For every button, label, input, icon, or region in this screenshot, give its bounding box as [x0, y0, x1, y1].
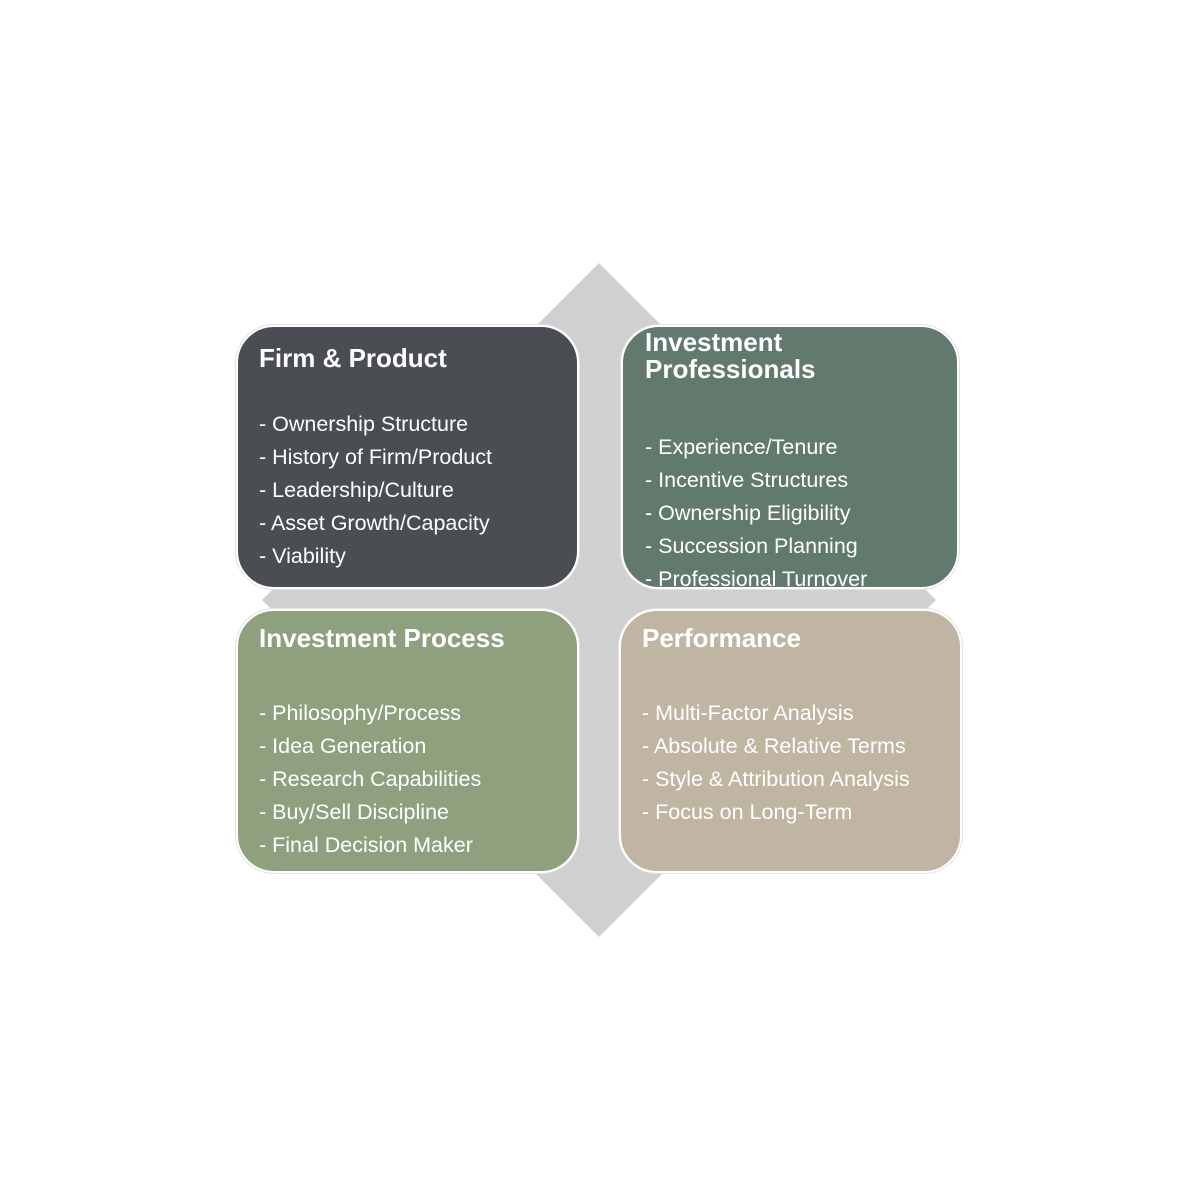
list-item: - Absolute & Relative Terms — [642, 734, 906, 758]
investment-professionals-box: Investment Professionals - Experience/Te… — [621, 325, 959, 591]
firm-product-list: - Ownership Structure - History of Firm/… — [259, 408, 577, 573]
list-item: - Ownership Eligibility — [645, 501, 851, 525]
list-item: - History of Firm/Product — [259, 445, 492, 469]
list-item: - Philosophy/Process — [259, 701, 461, 725]
performance-list: - Multi-Factor Analysis - Absolute & Rel… — [642, 697, 960, 829]
list-item: - Professional Turnover — [645, 567, 868, 591]
list-item: - Research Capabilities — [259, 767, 482, 791]
list-item: - Incentive Structures — [645, 468, 849, 492]
investment-professionals-list: - Experience/Tenure - Incentive Structur… — [645, 431, 957, 596]
performance-title: Performance — [642, 623, 801, 653]
performance-box: Performance - Multi-Factor Analysis - Ab… — [619, 609, 962, 873]
list-item: - Succession Planning — [645, 534, 858, 558]
list-item: - Viability — [259, 544, 346, 568]
list-item: - Style & Attribution Analysis — [642, 767, 910, 791]
list-item: - Idea Generation — [259, 734, 427, 758]
investment-process-box: Investment Process - Philosophy/Process … — [236, 609, 579, 873]
firm-product-title: Firm & Product — [259, 343, 447, 373]
list-item: - Experience/Tenure — [645, 435, 838, 459]
investment-professionals-title: Investment Professionals — [645, 327, 816, 384]
list-item: - Leadership/Culture — [259, 478, 454, 502]
investment-process-list: - Philosophy/Process - Idea Generation -… — [259, 697, 577, 862]
list-item: - Final Decision Maker — [259, 833, 473, 857]
list-item: - Focus on Long-Term — [642, 800, 853, 824]
firm-product-box: Firm & Product - Ownership Structure - H… — [236, 325, 579, 589]
list-item: - Buy/Sell Discipline — [259, 800, 449, 824]
list-item: - Asset Growth/Capacity — [259, 511, 490, 535]
list-item: - Multi-Factor Analysis — [642, 701, 854, 725]
investment-process-title: Investment Process — [259, 623, 505, 653]
list-item: - Ownership Structure — [259, 412, 469, 436]
